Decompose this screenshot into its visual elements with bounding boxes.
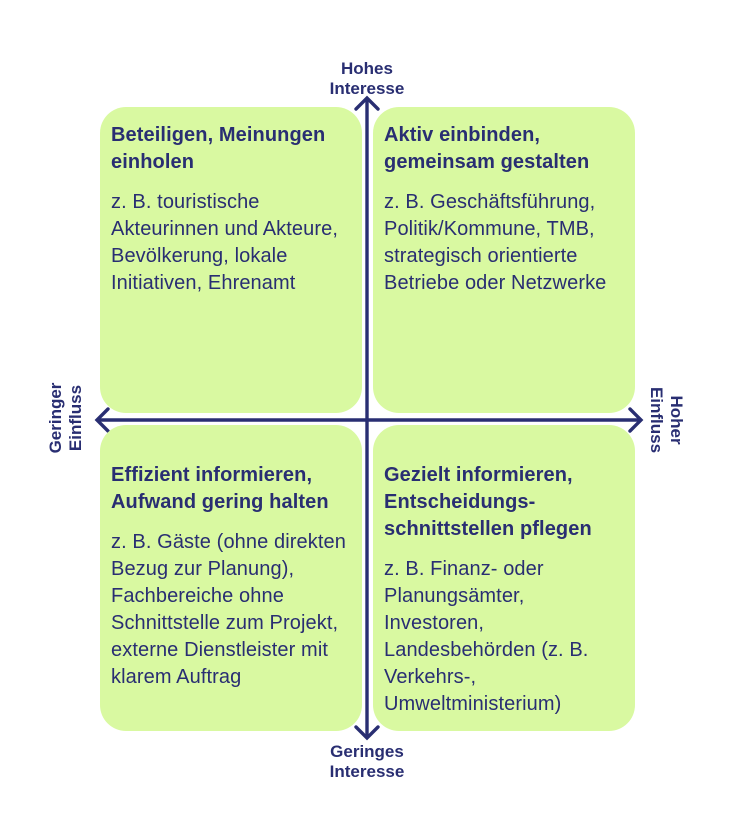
axis-label-line: Hohes: [341, 59, 393, 78]
axis-label-high-influence: Hoher Einfluss: [646, 387, 686, 453]
arrow-down-icon: [354, 725, 380, 741]
arrow-up-icon: [354, 95, 380, 111]
axis-label-line: Einfluss: [647, 386, 666, 454]
axis-label-line: Geringer: [46, 382, 65, 454]
axis-label-low-influence: Geringer Einfluss: [46, 383, 86, 454]
quadrant-top-left: Beteiligen, Meinungen einholen z. B. tou…: [100, 107, 362, 413]
quadrant-title: Effizient informieren, Aufwand gering ha…: [111, 464, 329, 513]
quadrant-title: Gezielt informieren, Entscheidungs-schni…: [384, 464, 592, 540]
axis-label-line: Einfluss: [66, 384, 85, 452]
quadrant-bottom-right: Gezielt informieren, Entscheidungs-schni…: [373, 425, 635, 731]
axis-label-line: Interesse: [329, 79, 405, 98]
quadrant-examples: z. B. Finanz- oder Planungsämter, Invest…: [384, 558, 589, 715]
arrow-right-icon: [628, 407, 644, 433]
quadrant-title: Beteiligen, Meinungen einholen: [111, 124, 326, 173]
quadrant-examples: z. B. Gäste (ohne direkten Bezug zur Pla…: [111, 531, 346, 688]
quadrant-bottom-left: Effizient informieren, Aufwand gering ha…: [100, 425, 362, 731]
axis-label-line: Geringes: [330, 742, 404, 761]
quadrant-title: Aktiv einbinden, gemeinsam gestalten: [384, 124, 590, 173]
axis-label-low-interest: Geringes Interesse: [330, 742, 405, 782]
arrow-left-icon: [94, 407, 110, 433]
axis-label-line: Hoher: [667, 395, 686, 445]
quadrant-top-right: Aktiv einbinden, gemeinsam gestalten z. …: [373, 107, 635, 413]
axis-label-high-interest: Hohes Interesse: [330, 59, 405, 99]
quadrant-examples: z. B. Geschäftsführung, Politik/Kommune,…: [384, 191, 607, 294]
axis-label-line: Interesse: [329, 762, 405, 781]
quadrant-examples: z. B. touristische Akteurinnen und Akteu…: [111, 191, 338, 294]
